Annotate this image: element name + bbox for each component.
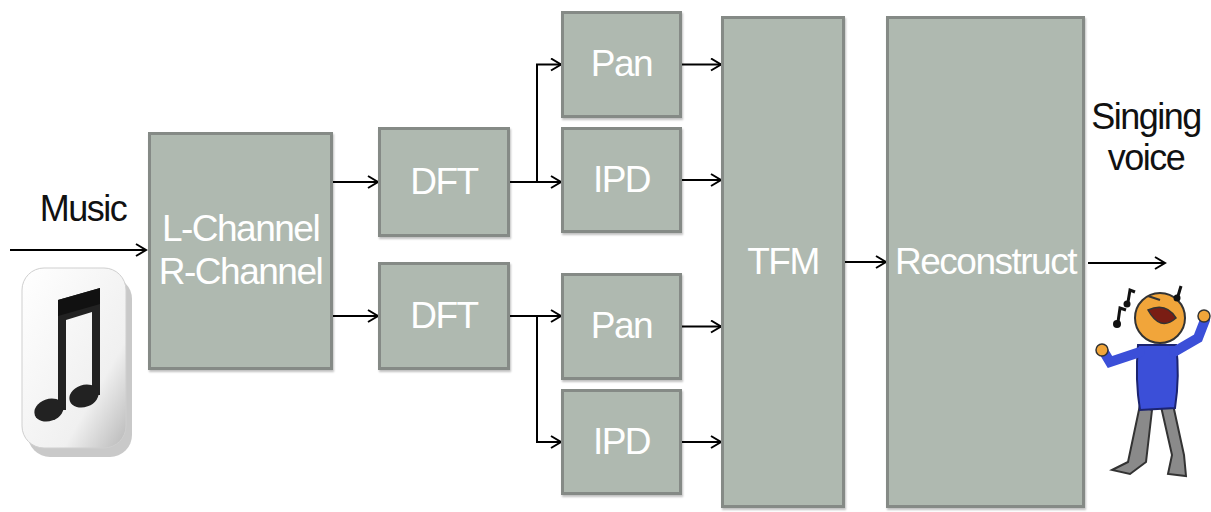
flow-arrow <box>682 179 721 181</box>
music-icon <box>22 268 132 457</box>
pan-box: Pan <box>561 11 682 118</box>
ipd-box: IPD <box>561 389 682 495</box>
box-label: DFT <box>410 295 477 338</box>
box-label: DFT <box>410 161 477 204</box>
flow-arrow <box>682 326 721 328</box>
channel-split-box: L-ChannelR-Channel <box>148 132 333 370</box>
flow-arrow <box>333 315 378 317</box>
reconstruct-box: Reconstruct <box>886 16 1085 508</box>
tfm-box: TFM <box>721 16 845 508</box>
flow-arrow <box>682 64 721 66</box>
output-arrow <box>1088 262 1165 264</box>
box-label: IPD <box>593 159 650 202</box>
flow-arrow <box>510 65 561 183</box>
dft-box: DFT <box>378 262 510 370</box>
box-label: Reconstruct <box>895 241 1076 284</box>
box-label: IPD <box>593 421 650 464</box>
box-label: L-Channel <box>162 208 319 251</box>
box-label: Pan <box>591 43 652 86</box>
input-arrow <box>10 249 146 251</box>
flow-arrow <box>510 181 561 183</box>
box-label: Pan <box>591 305 652 348</box>
pan-box: Pan <box>561 273 682 380</box>
flow-arrow <box>333 181 378 183</box>
dft-box: DFT <box>378 127 510 237</box>
flow-arrow <box>510 316 561 442</box>
box-label: R-Channel <box>159 251 322 294</box>
ipd-box: IPD <box>561 127 682 233</box>
box-label: TFM <box>747 241 819 284</box>
flow-arrow <box>845 261 886 263</box>
singer-illustration <box>1096 286 1210 476</box>
flow-arrow <box>682 441 721 443</box>
output-label: Singing voice <box>1086 96 1206 179</box>
input-label: Music <box>28 188 138 229</box>
